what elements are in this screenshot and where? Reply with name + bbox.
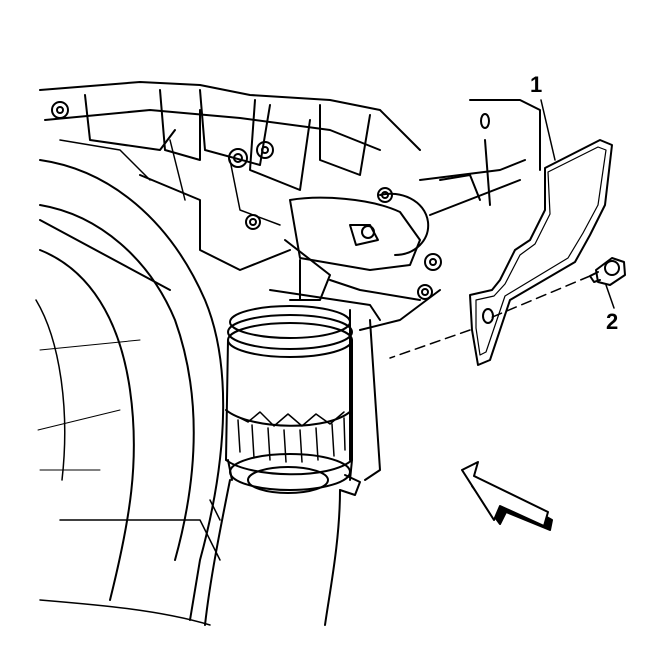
bell-housing xyxy=(35,159,225,626)
install-path-dashed xyxy=(389,275,591,359)
heat-shield-part-1 xyxy=(469,99,613,366)
view-direction-arrow-icon xyxy=(461,461,553,531)
engine-block xyxy=(39,81,442,300)
rear-housing xyxy=(439,99,541,206)
oil-filter-adapter xyxy=(269,159,526,481)
oil-filter xyxy=(204,305,361,626)
bolt-part-2 xyxy=(589,257,626,309)
callout-label-2: 2 xyxy=(606,309,619,334)
callout-label-1: 1 xyxy=(530,72,543,97)
